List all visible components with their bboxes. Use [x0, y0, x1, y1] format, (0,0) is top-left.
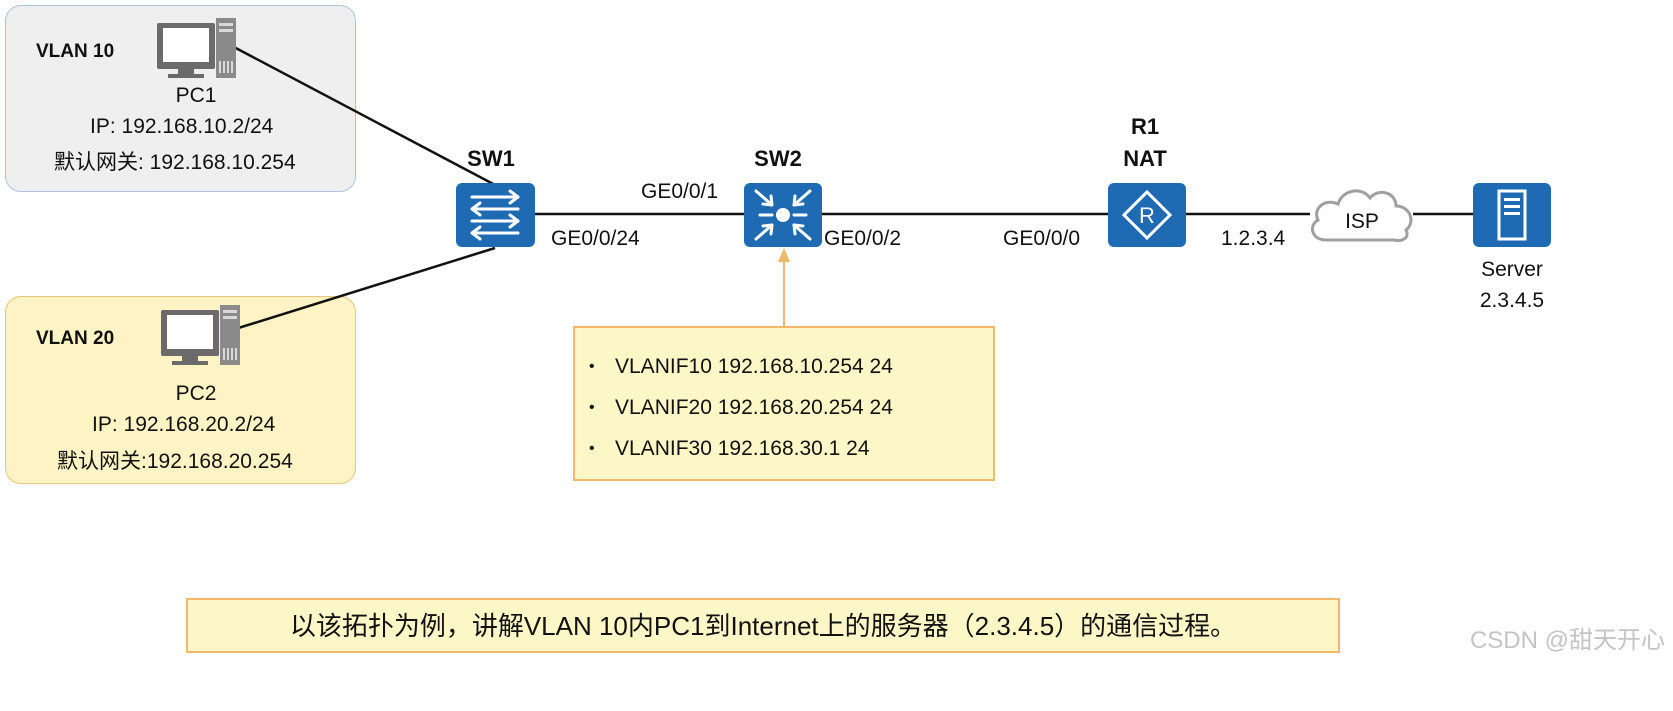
pc2-name: PC2 [175, 382, 217, 405]
sw1-switch-icon [456, 183, 535, 247]
pc1-name: PC1 [175, 84, 217, 107]
pc2-gateway: 默认网关:192.168.20.254 [57, 450, 293, 473]
port-sw1-ge0-0-24: GE0/0/24 [551, 227, 640, 250]
watermark: CSDN @甜天开心 [1469, 627, 1665, 654]
diagram-caption: 以该拓扑为例，讲解VLAN 10内PC1到Internet上的服务器（2.3.4… [186, 598, 1340, 653]
pc1-gateway: 默认网关: 192.168.10.254 [54, 151, 296, 174]
link-pc2-sw1 [231, 246, 496, 332]
vlanif-list: • VLANIF10 192.168.10.254 24 • VLANIF20 19… [575, 328, 993, 475]
bullet-icon: • [589, 399, 595, 416]
server-label: Server [1481, 258, 1543, 281]
port-sw2-ge0-0-1: GE0/0/1 [641, 180, 719, 203]
svg-text:R: R [1139, 203, 1155, 228]
port-sw2-ge0-0-2: GE0/0/2 [824, 227, 902, 250]
bullet-icon: • [589, 358, 595, 375]
vlanif-item: • VLANIF10 192.168.10.254 24 [589, 352, 993, 393]
r1-label: R1 [1130, 114, 1160, 139]
server-ip: 2.3.4.5 [1479, 289, 1545, 312]
vlanif-item-text: VLANIF10 192.168.10.254 24 [615, 355, 893, 378]
vlanif-item: • VLANIF30 192.168.30.1 24 [589, 434, 993, 475]
sw2-label: SW2 [754, 146, 802, 171]
r1-nat-label: NAT [1123, 146, 1167, 171]
sw1-label: SW1 [467, 146, 515, 171]
link-pc1-sw1 [231, 44, 498, 188]
pc1-computer-icon [157, 18, 236, 78]
pc1-ip: IP: 192.168.10.2/24 [90, 115, 274, 138]
pc2-computer-icon [161, 305, 240, 365]
isp-cloud-icon [1310, 189, 1413, 242]
server-icon [1473, 183, 1551, 247]
vlan10-label: VLAN 10 [36, 41, 115, 62]
r1-router-icon: R [1108, 183, 1186, 247]
vlanif-item-text: VLANIF30 192.168.30.1 24 [615, 437, 870, 460]
vlanif-item: • VLANIF20 192.168.20.254 24 [589, 393, 993, 434]
bullet-icon: • [589, 440, 595, 457]
port-r1-ge0-0-0: GE0/0/0 [1003, 227, 1081, 250]
r1-public-ip: 1.2.3.4 [1221, 227, 1286, 250]
callout-arrow-head [778, 248, 790, 262]
sw2-l3-switch-icon [744, 183, 822, 247]
vlanif-item-text: VLANIF20 192.168.20.254 24 [615, 396, 893, 419]
pc2-ip: IP: 192.168.20.2/24 [92, 413, 276, 436]
sw2-vlanif-note: • VLANIF10 192.168.10.254 24 • VLANIF20 19… [573, 326, 995, 481]
vlan20-label: VLAN 20 [36, 328, 115, 349]
isp-label: ISP [1345, 210, 1379, 233]
